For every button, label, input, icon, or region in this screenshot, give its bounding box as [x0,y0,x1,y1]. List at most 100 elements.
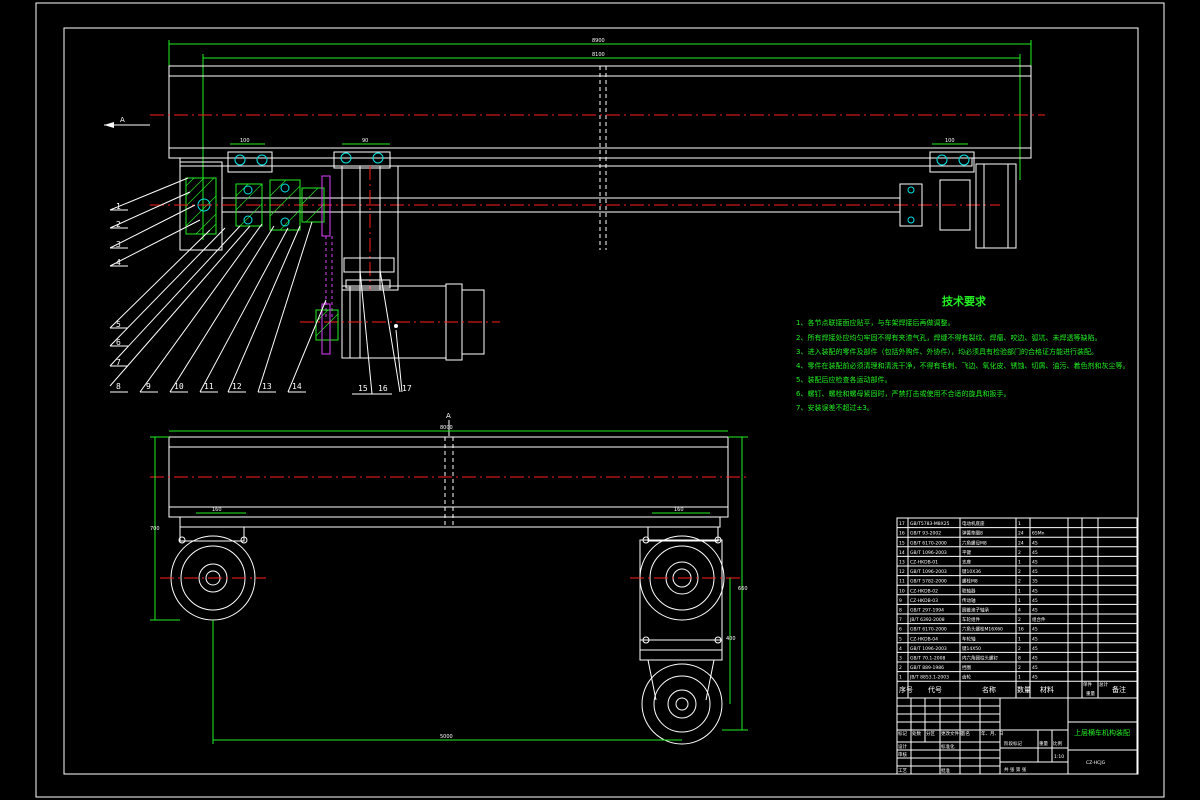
bearing-block-mid [333,151,391,169]
bom-cell-qty: 16 [1018,627,1024,633]
right-coupling [899,183,923,227]
bom-cell-no: 4 [899,646,902,652]
right-wheel [975,163,1017,249]
drawing-title: 上层横车机构装配 [1074,728,1130,737]
sprocket-upper [321,175,331,237]
bom-cell-name: 键14X50 [962,645,981,652]
bom-cell-mat: 45 [1032,665,1038,671]
svg-text:15: 15 [358,384,368,393]
dim-top-bearing-mid: 90 [362,138,368,144]
dim-top-bearing-right: 100 [945,138,955,144]
bom-cell-name: 车轮组件 [962,616,980,623]
bom-header-weight: 重量 [1086,690,1095,697]
bom-cell-mat: 45 [1032,636,1038,642]
dim-front-right-block: 160 [674,507,684,513]
bom-cell-no: 3 [899,656,902,662]
bom-header-name: 名称 [982,685,996,694]
svg-text:6: 6 [116,338,121,347]
rev-label-date: 年、月、日 [981,730,1004,737]
bom-cell-qty: 2 [1018,550,1021,556]
bom-cell-code: JB/T 6392-2008 [909,617,945,623]
role-reviewer: 审核 [898,751,907,758]
weight-label: 重量 [1039,740,1048,747]
bom-cell-mat: 组合件 [1032,616,1046,623]
bom-cell-name: 螺栓M8 [962,578,978,585]
bom-cell-name: 传动轴 [962,597,976,604]
shaft-components [235,179,325,231]
view-marker-top: A [120,116,125,124]
dim-top-overall: 8900 [592,38,605,44]
sheet-outer-border [35,2,1165,798]
svg-text:5: 5 [116,320,121,329]
dim-front-height-inner: 400 [726,636,736,642]
bom-cell-name: 联轴器 [962,587,976,594]
bom-cell-name: 齿轮 [962,674,971,681]
svg-text:9: 9 [146,382,151,391]
title-block: 标记 处数 分区 更改文件号 签名 年、月、日 设计 审核 工艺 标准化 批准 … [896,697,1138,775]
bom-cell-qty: 1 [1018,560,1021,566]
bom-cell-code: CZ-HKDB-02 [910,588,938,594]
bom-cell-qty: 2 [1018,665,1021,671]
bom-cell-no: 7 [899,617,902,623]
bom-cell-name: 键10X36 [962,568,981,575]
front-view: A 8000 160 160 [150,412,750,745]
bom-header-total: 总计 [1099,681,1108,688]
bom-cell-mat: 45 [1032,598,1038,604]
svg-text:14: 14 [292,382,302,391]
bom-cell-qty: 2 [1018,569,1021,575]
svg-text:4: 4 [116,258,121,267]
bearing-block-left [227,151,273,173]
bom-cell-code: CZ-HKDB-01 [910,560,938,566]
bom-cell-qty: 24 [1018,531,1024,537]
tech-requirements: 技术要求 1、各节点联接面应贴平，与车架焊接后再做调整。 2、所有焊接处应均匀牢… [796,294,1129,412]
bom-cell-no: 16 [899,531,905,537]
bom-cell-mat: 45 [1032,646,1038,652]
bom-cell-no: 1 [899,675,902,681]
bom-cell-qty: 1 [1018,588,1021,594]
rev-label-sign: 签名 [961,730,970,737]
tech-req-3: 3、进入装配的零件及部件（包括外购件、外协件），均必须具有检验部门的合格证方能进… [796,347,1098,356]
svg-text:11: 11 [204,382,214,391]
bom-cell-no: 12 [899,569,905,575]
svg-text:2: 2 [116,220,121,229]
dim-front-wheelbase: 5000 [440,734,453,740]
tech-req-2: 2、所有焊接处应均匀牢固不得有夹渣气孔，焊缝不得有裂纹、焊瘤、咬边、弧坑、未焊透… [796,333,1101,342]
role-approve: 批准 [941,767,950,774]
bom-cell-mat: 45 [1032,627,1038,633]
bom-header-mat: 材料 [1040,685,1054,694]
bom-cell-code: GB/T 70.1-2008 [910,656,946,662]
bom-cell-name: 平键 [962,549,971,556]
sheet-inner-border [63,27,1139,775]
dim-top-inner: 8100 [592,52,605,58]
bom-cell-no: 9 [899,598,902,604]
front-right-wheel [630,526,740,745]
bom-cell-qty: 1 [1018,598,1021,604]
svg-text:7: 7 [116,358,121,367]
bom-header-no: 序号 [899,685,913,694]
bom-cell-code: GB/T5783-M8X25 [910,521,950,527]
bom-cell-no: 5 [899,636,902,642]
bom-cell-no: 10 [899,588,905,594]
svg-text:13: 13 [262,382,272,391]
bom-cell-code: GB/T 1096-2003 [910,646,947,652]
rev-label-doc: 更改文件号 [941,730,964,737]
role-designer: 设计 [898,743,907,750]
bom-cell-mat: 45 [1032,608,1038,614]
bom-cell-no: 13 [899,560,905,566]
bom-cell-mat: 45 [1032,560,1038,566]
svg-text:10: 10 [174,382,184,391]
bom-cell-qty: 1 [1018,521,1021,527]
tech-req-1: 1、各节点联接面应贴平，与车架焊接后再做调整。 [796,318,954,327]
bom-header-single: 单件 [1083,681,1092,688]
bom-cell-qty: 1 [1018,675,1021,681]
bom-cell-mat: 45 [1032,588,1038,594]
bom-cell-qty: 4 [1018,608,1021,614]
bom-cell-code: GB/T 6170-2000 [910,540,947,546]
bom-cell-no: 14 [899,550,905,556]
tech-req-5: 5、装配后应检查各运动部件。 [796,375,891,384]
bom-cell-code: GB/T 1096-2003 [910,569,947,575]
rev-label-mark: 标记 [898,730,907,737]
tech-req-7: 7、安装误差不超过±3。 [796,403,874,412]
stage-label: 阶段标记 [1004,740,1022,747]
